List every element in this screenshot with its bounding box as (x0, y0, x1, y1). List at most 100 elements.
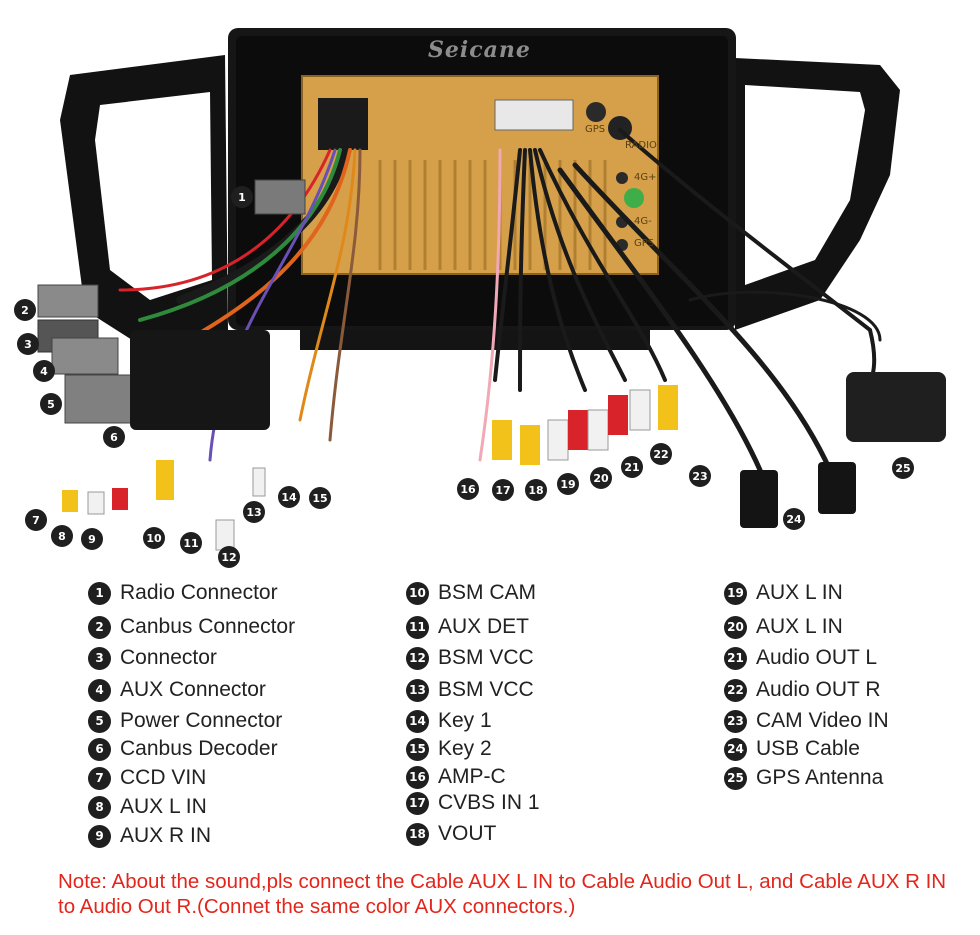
legend-label: Canbus Decoder (120, 737, 278, 760)
legend-number: 12 (406, 646, 429, 670)
legend-item: 21 Audio OUT L (724, 644, 877, 672)
legend-label: AUX L IN (120, 795, 207, 818)
callout-12: 12 (218, 546, 240, 568)
legend-item: 20 AUX L IN (724, 613, 843, 641)
callout-25: 25 (892, 457, 914, 479)
callout-24: 24 (783, 508, 805, 530)
legend-label: CAM Video IN (756, 709, 889, 732)
legend-number: 22 (724, 678, 747, 702)
callout-18: 18 (525, 479, 547, 501)
legend-number: 13 (406, 678, 429, 702)
legend-item: 22 Audio OUT R (724, 676, 881, 704)
legend-number: 19 (724, 581, 747, 605)
legend-item: 1 Radio Connector (88, 579, 278, 607)
legend-number: 17 (406, 791, 429, 815)
legend-label: CVBS IN 1 (438, 791, 540, 814)
legend-number: 24 (724, 737, 747, 761)
legend-item: 24 USB Cable (724, 735, 860, 763)
legend-label: AUX L IN (756, 581, 843, 604)
legend-item: 12 BSM VCC (406, 644, 534, 672)
legend-item: 23 CAM Video IN (724, 707, 889, 735)
legend-item: 5 Power Connector (88, 707, 282, 735)
harness-connectors (37, 179, 306, 430)
wiring-diagram (37, 28, 946, 551)
legend-item: 6 Canbus Decoder (88, 735, 278, 763)
legend-label: Canbus Connector (120, 615, 296, 638)
legend-number: 18 (406, 822, 429, 846)
legend-item: 9 AUX R IN (88, 822, 211, 850)
callout-14: 14 (278, 486, 300, 508)
legend-label: Audio OUT L (756, 646, 878, 669)
legend-number: 1 (88, 581, 111, 605)
legend-number: 23 (724, 709, 747, 733)
callout-7: 7 (25, 509, 47, 531)
callout-2: 2 (14, 299, 36, 321)
legend-label: AUX R IN (120, 824, 212, 847)
legend-number: 20 (724, 615, 747, 639)
legend-label: AUX L IN (756, 615, 843, 638)
legend-number: 3 (88, 646, 111, 670)
port-label-gps-top: GPS (585, 124, 606, 135)
sound-connection-note: Note: About the sound,pls connect the Ca… (58, 870, 947, 918)
legend-label: AMP-C (438, 765, 506, 788)
legend-number: 5 (88, 709, 111, 733)
radio-chassis (301, 75, 659, 275)
legend-item: 14 Key 1 (406, 707, 492, 735)
legend-number: 14 (406, 709, 429, 733)
rca-connectors (62, 372, 946, 551)
legend-number: 7 (88, 766, 111, 790)
callout-17: 17 (492, 479, 514, 501)
port-label-gps-bottom: GPS (634, 238, 655, 249)
callout-11: 11 (180, 532, 202, 554)
legend-item: 7 CCD VIN (88, 764, 206, 792)
legend-number: 21 (724, 646, 747, 670)
port-label-radio: RADIO (625, 140, 657, 151)
callout-8: 8 (51, 525, 73, 547)
legend-label: Key 2 (438, 737, 492, 760)
legend-number: 8 (88, 795, 111, 819)
legend-number: 4 (88, 678, 111, 702)
legend-label: Radio Connector (120, 581, 278, 604)
callout-3: 3 (17, 333, 39, 355)
callout-10: 10 (143, 527, 165, 549)
legend-label: BSM VCC (438, 678, 534, 701)
callout-19: 19 (557, 473, 579, 495)
legend-label: CCD VIN (120, 766, 207, 789)
callout-1: 1 (231, 186, 253, 208)
callout-21: 21 (621, 456, 643, 478)
legend-label: USB Cable (756, 737, 860, 760)
callout-13: 13 (243, 501, 265, 523)
port-label-4g-bottom: 4G- (634, 216, 652, 227)
brand-logo-text: Seicane (428, 37, 531, 63)
legend-number: 6 (88, 737, 111, 761)
legend-number: 16 (406, 765, 429, 789)
legend-label: Power Connector (120, 709, 283, 732)
legend-item: 16 AMP-C (406, 763, 506, 791)
legend-label: BSM VCC (438, 646, 534, 669)
callout-23: 23 (689, 465, 711, 487)
legend-label: Connector (120, 646, 217, 669)
legend-item: 15 Key 2 (406, 735, 492, 763)
wire-harness (118, 128, 882, 473)
legend-label: VOUT (438, 822, 497, 845)
port-label-4g-top: 4G+ (634, 172, 657, 183)
callout-15: 15 (309, 487, 331, 509)
callout-9: 9 (81, 528, 103, 550)
callout-4: 4 (33, 360, 55, 382)
legend-number: 9 (88, 824, 111, 848)
legend-item: 19 AUX L IN (724, 579, 843, 607)
legend-number: 25 (724, 766, 747, 790)
legend-item: 18 VOUT (406, 820, 496, 848)
legend-label: Key 1 (438, 709, 492, 732)
legend-item: 13 BSM VCC (406, 676, 534, 704)
legend-item: 8 AUX L IN (88, 793, 207, 821)
legend-label: Audio OUT R (756, 678, 881, 701)
callout-20: 20 (590, 467, 612, 489)
legend-label: AUX DET (438, 615, 530, 638)
legend-number: 15 (406, 737, 429, 761)
legend-label: BSM CAM (438, 581, 537, 604)
